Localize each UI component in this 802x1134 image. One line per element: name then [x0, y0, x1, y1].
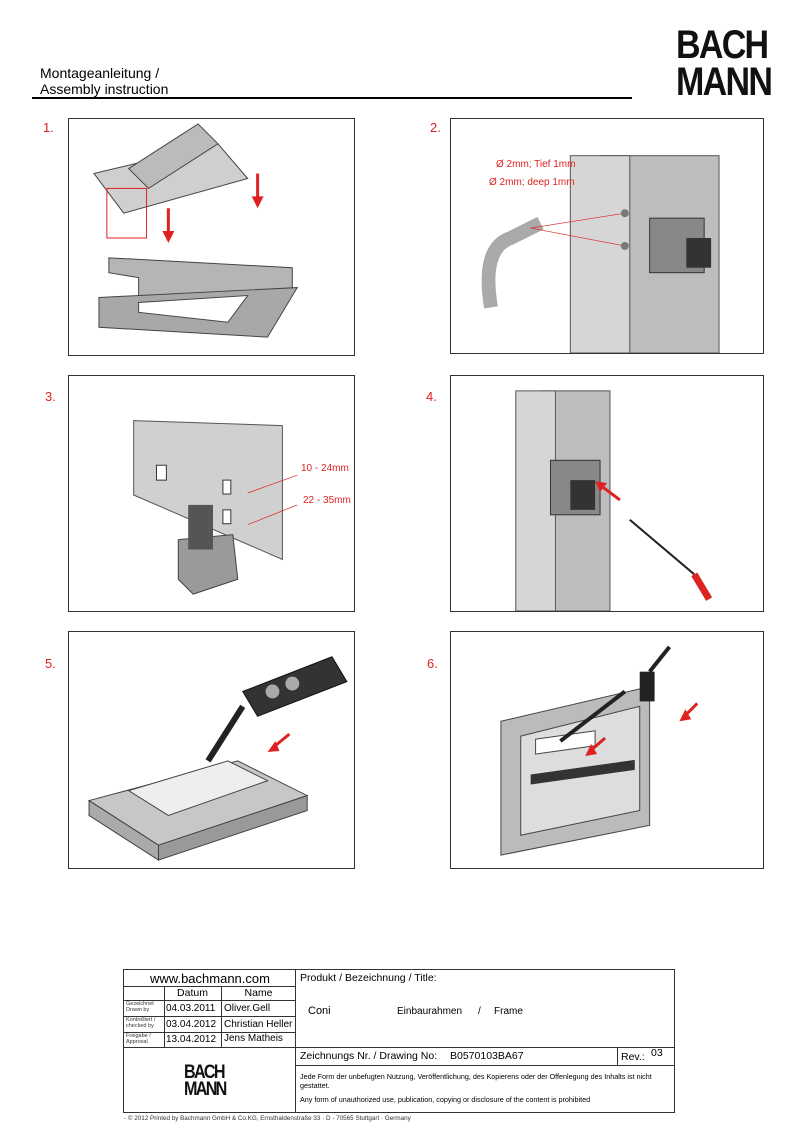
- row-name: Jens Matheis: [224, 1033, 283, 1044]
- footer-copyright: - © 2012 Printed by Bachmann GmbH & Co.K…: [124, 1115, 411, 1122]
- row-name: Christian Heller: [224, 1019, 293, 1030]
- drawing-no-label: Zeichnungs Nr. / Drawing No:: [300, 1050, 438, 1062]
- range-annotation: 10 - 24mm: [301, 463, 349, 474]
- drill-annotation-en: Ø 2mm; deep 1mm: [489, 177, 575, 188]
- step-4-illustration: [450, 375, 764, 612]
- website-link[interactable]: www.bachmann.com: [150, 971, 270, 986]
- step-6-illustration: [450, 631, 764, 869]
- range-annotation: 22 - 35mm: [303, 495, 351, 506]
- drill-annotation-de: Ø 2mm; Tief 1mm: [496, 159, 576, 170]
- step-number: 2.: [430, 120, 441, 135]
- step-number: 4.: [426, 389, 437, 404]
- title-en: Assembly instruction: [40, 81, 169, 97]
- notice-en: Any form of unauthorized use, publicatio…: [300, 1095, 591, 1104]
- step-3-illustration: 10 - 24mm 22 - 35mm: [68, 375, 355, 612]
- row-role: Gezeichnet Drawn by: [126, 1001, 154, 1013]
- product-desc-de: Einbaurahmen: [397, 1006, 463, 1017]
- title-de: Montageanleitung /: [40, 65, 160, 81]
- bachmann-logo: BACH MANN: [676, 23, 773, 104]
- step-number: 1.: [43, 120, 54, 135]
- logo-line: MANN: [676, 59, 773, 104]
- step-number: 5.: [45, 656, 56, 671]
- row-date: 03.04.2012: [166, 1019, 217, 1030]
- row-name: Oliver.Gell: [224, 1003, 271, 1014]
- drawing-no: B0570103BA67: [450, 1050, 524, 1062]
- step-number: 6.: [427, 656, 438, 671]
- step-1-illustration: [68, 118, 355, 356]
- title-block: www.bachmann.com Datum Name Gezeichnet D…: [123, 969, 675, 1113]
- product-label: Produkt / Bezeichnung / Title:: [300, 972, 437, 984]
- step-5-illustration: [68, 631, 355, 869]
- document-title: Montageanleitung / Assembly instruction: [40, 65, 168, 97]
- bachmann-logo-small: BACH MANN: [184, 1062, 227, 1101]
- logo-line: BACH: [184, 1062, 226, 1083]
- row-date: 04.03.2011: [166, 1003, 216, 1014]
- rev-value: 03: [651, 1047, 663, 1059]
- rev-label: Rev.:: [621, 1051, 645, 1063]
- header-rule: [32, 97, 632, 99]
- logo-line: MANN: [184, 1079, 227, 1101]
- step-number: 3.: [45, 389, 56, 404]
- step-2-illustration: Ø 2mm; Tief 1mm Ø 2mm; deep 1mm: [450, 118, 764, 354]
- logo-line: BACH: [676, 23, 769, 67]
- col-header-date: Datum: [177, 987, 208, 999]
- product-desc-en: Frame: [494, 1006, 523, 1017]
- row-date: 13.04.2012: [166, 1034, 217, 1045]
- col-header-name: Name: [244, 987, 273, 999]
- row-role: Kontrolliert / checked by: [126, 1017, 156, 1029]
- row-role: Freigabe / Approval: [126, 1033, 151, 1045]
- product-separator: /: [478, 1006, 481, 1017]
- notice-de: Jede Form der unbefugten Nutzung, Veröff…: [300, 1072, 652, 1090]
- product-name: Coni: [308, 1005, 331, 1017]
